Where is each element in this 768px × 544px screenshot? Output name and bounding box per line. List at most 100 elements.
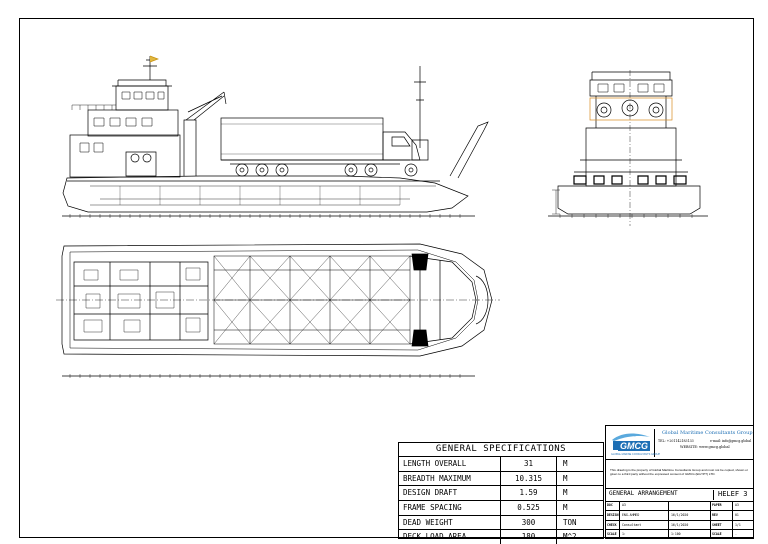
tb-cell: SCALE bbox=[711, 530, 733, 540]
plan-view bbox=[56, 243, 500, 378]
profile-crane bbox=[183, 91, 227, 176]
plan-cargo-deck bbox=[213, 255, 411, 345]
profile-railing bbox=[71, 104, 116, 110]
tb-cell: 1: bbox=[620, 530, 669, 540]
profile-lower-house bbox=[69, 134, 181, 178]
general-specifications-table: GENERAL SPECIFICATIONS LENGTH OVERALL 31… bbox=[398, 442, 604, 544]
profile-machinery bbox=[125, 151, 157, 177]
drawing-title-row: GENERAL ARRANGEMENT HELEF 3 bbox=[606, 488, 753, 502]
profile-upper-house bbox=[87, 109, 179, 137]
tb-cell: 16/1/2020 bbox=[669, 520, 711, 530]
spec-unit: M bbox=[563, 473, 568, 483]
spec-unit: M bbox=[563, 488, 568, 498]
tb-cell: A3 bbox=[735, 503, 739, 507]
tb-cell: 01 bbox=[735, 512, 739, 517]
title-block-header: GMCG GLOBAL MARINE CONSULTANTS GROUP Glo… bbox=[606, 426, 753, 460]
tb-cell: PAPER bbox=[711, 501, 733, 510]
drawing-border bbox=[19, 18, 754, 538]
front-view bbox=[548, 70, 708, 226]
spec-label: DEAD WEIGHT bbox=[399, 515, 501, 530]
plan-ruler bbox=[69, 374, 461, 378]
tb-cell: 1:100 bbox=[669, 530, 711, 540]
spec-value: 300 bbox=[501, 515, 557, 530]
tb-cell: 16/1/2020 bbox=[669, 510, 711, 520]
spec-label: FRAME SPACING bbox=[399, 501, 501, 515]
tb-cell: DESIGN bbox=[606, 510, 620, 520]
spec-unit: M bbox=[563, 459, 568, 468]
plan-hull-outline bbox=[61, 243, 493, 357]
tb-cell: SHEET bbox=[711, 520, 733, 530]
tb-cell: Consultant bbox=[620, 520, 669, 530]
company-name: Global Maritime Consultants Group bbox=[662, 430, 753, 436]
company-logo: GMCG GLOBAL MARINE CONSULTANTS GROUP bbox=[608, 429, 660, 457]
plan-inner-outline bbox=[69, 249, 479, 351]
plan-ramp bbox=[409, 255, 477, 345]
tb-cell: REV bbox=[711, 510, 733, 520]
front-superstructure bbox=[574, 127, 688, 187]
profile-hull-detail bbox=[90, 185, 436, 206]
spec-label: BREADTH MAXIMUM bbox=[399, 471, 501, 486]
front-windows bbox=[597, 83, 665, 93]
spec-unit: M^2 bbox=[563, 532, 577, 542]
front-ruler bbox=[559, 214, 693, 218]
profile-view bbox=[62, 55, 489, 218]
plan-accommodation bbox=[73, 261, 209, 341]
spec-label: LENGTH OVERALL bbox=[399, 457, 501, 471]
spec-table-title: GENERAL SPECIFICATIONS bbox=[399, 443, 603, 457]
company-email: e-mail: info@gmcg.global bbox=[710, 439, 752, 443]
profile-hull bbox=[62, 175, 469, 213]
profile-windows bbox=[79, 91, 165, 153]
profile-truck-container bbox=[220, 117, 384, 161]
profile-bow-ramp bbox=[449, 121, 489, 179]
profile-ruler bbox=[69, 214, 461, 218]
spec-unit: M bbox=[563, 503, 568, 513]
tb-cell: ENG.AHMED bbox=[620, 510, 669, 520]
plan-accommodation-detail bbox=[83, 267, 201, 333]
front-dimension bbox=[552, 189, 560, 215]
logo-subtext: GLOBAL MARINE CONSULTANTS GROUP bbox=[611, 453, 661, 456]
spec-row: LENGTH OVERALL 31 M bbox=[399, 457, 603, 472]
title-block-row: SCALE 1: 1:100 SCALE - bbox=[606, 530, 753, 540]
tb-cell bbox=[669, 501, 711, 510]
profile-wheelhouse-roof bbox=[112, 79, 172, 87]
company-website: WEBSITE: www.gmcg.global bbox=[680, 445, 730, 449]
front-hull bbox=[557, 185, 701, 215]
property-notice: This drawing is the property of Global M… bbox=[610, 468, 748, 476]
title-block-row: DESIGN ENG.AHMED 16/1/2020 REV 01 bbox=[606, 510, 753, 521]
profile-truck-container-ribs bbox=[221, 123, 383, 155]
plan-bow-curve bbox=[475, 275, 489, 325]
tb-cell: 1/1 bbox=[735, 522, 741, 527]
spec-row: FRAME SPACING 0.525 M bbox=[399, 501, 603, 516]
front-fenders bbox=[573, 175, 687, 185]
title-block-row: CHECK Consultant 16/1/2020 SHEET 1/1 bbox=[606, 520, 753, 531]
spec-row: DECK LOAD AREA 180 M^2 bbox=[399, 530, 603, 544]
spec-value: 10.315 bbox=[501, 471, 557, 486]
profile-frames bbox=[119, 186, 401, 205]
profile-truck-wheels bbox=[235, 163, 418, 177]
spec-row: DEAD WEIGHT 300 TON bbox=[399, 515, 603, 531]
spec-row: BREADTH MAXIMUM 10.315 M bbox=[399, 471, 603, 487]
spec-label: DESIGN DRAFT bbox=[399, 486, 501, 501]
spec-value: 31 bbox=[501, 457, 557, 471]
project-name: HELEF 3 bbox=[713, 490, 753, 500]
tb-cell: CHECK bbox=[606, 520, 620, 530]
profile-fwd-mast bbox=[411, 66, 429, 161]
tb-cell: DOC bbox=[606, 501, 620, 510]
profile-mast-flag bbox=[149, 55, 159, 63]
spec-unit: TON bbox=[563, 517, 577, 527]
front-wheelhouse bbox=[589, 71, 673, 128]
front-drums bbox=[596, 99, 664, 118]
profile-truck-cab bbox=[382, 131, 421, 161]
logo-text: GMCG bbox=[618, 441, 650, 451]
drawing-title: GENERAL ARRANGEMENT bbox=[609, 490, 678, 497]
spec-value: 180 bbox=[501, 530, 557, 544]
title-block-row: DOC A3 PAPER A3 bbox=[606, 501, 753, 511]
tb-cell: A3 bbox=[620, 501, 669, 510]
title-block: GMCG GLOBAL MARINE CONSULTANTS GROUP Glo… bbox=[605, 425, 754, 540]
front-equipment-band bbox=[589, 97, 673, 121]
tb-cell: SCALE bbox=[606, 530, 620, 540]
spec-label: DECK LOAD AREA bbox=[399, 530, 501, 544]
profile-truck-chassis bbox=[221, 159, 410, 165]
